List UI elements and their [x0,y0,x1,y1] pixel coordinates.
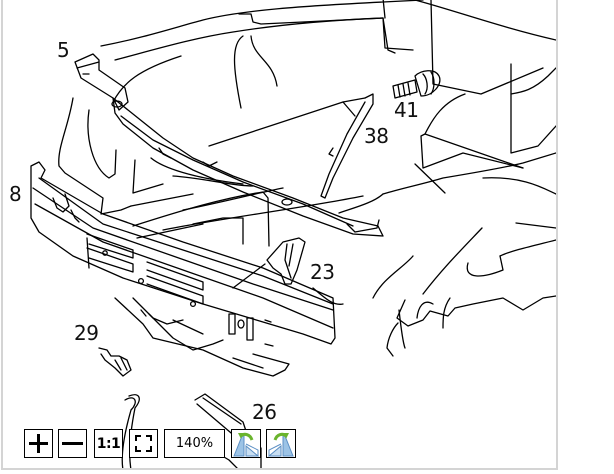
parts-diagram [30,0,556,468]
part-23-bracket [232,237,344,305]
plus-icon-stroke [37,434,40,453]
part-41-bolt [392,70,441,99]
part-29-clip [98,347,132,377]
fit-to-window-button[interactable] [129,429,158,458]
rotate-left-icon [233,432,260,457]
rotate-right-icon [267,432,294,457]
diagram-viewer[interactable]: 5 8 41 38 23 29 26 1:1 140% [1,0,558,470]
actual-size-button[interactable]: 1:1 [94,429,123,458]
zoom-out-button[interactable] [58,429,87,458]
callout-41[interactable]: 41 [394,98,419,122]
minus-icon [62,442,83,445]
callout-29[interactable]: 29 [74,321,99,345]
zoom-level-display[interactable]: 140% [164,429,225,458]
zoom-level-value: 140% [175,436,214,451]
body-outline [100,0,556,357]
part-5-upper-support [74,53,384,237]
callout-8[interactable]: 8 [9,182,22,206]
dashed-square-icon [135,435,152,452]
rotate-right-button[interactable] [266,429,296,458]
callout-5[interactable]: 5 [57,38,70,62]
zoom-in-button[interactable] [24,429,53,458]
rotate-left-button[interactable] [231,429,261,458]
callout-26[interactable]: 26 [252,400,277,424]
part-38-stay [208,93,374,199]
frame-lines [58,97,364,247]
callout-23[interactable]: 23 [310,260,335,284]
part-8-crossmember [30,161,336,377]
callout-38[interactable]: 38 [364,124,389,148]
actual-size-label: 1:1 [96,435,121,452]
